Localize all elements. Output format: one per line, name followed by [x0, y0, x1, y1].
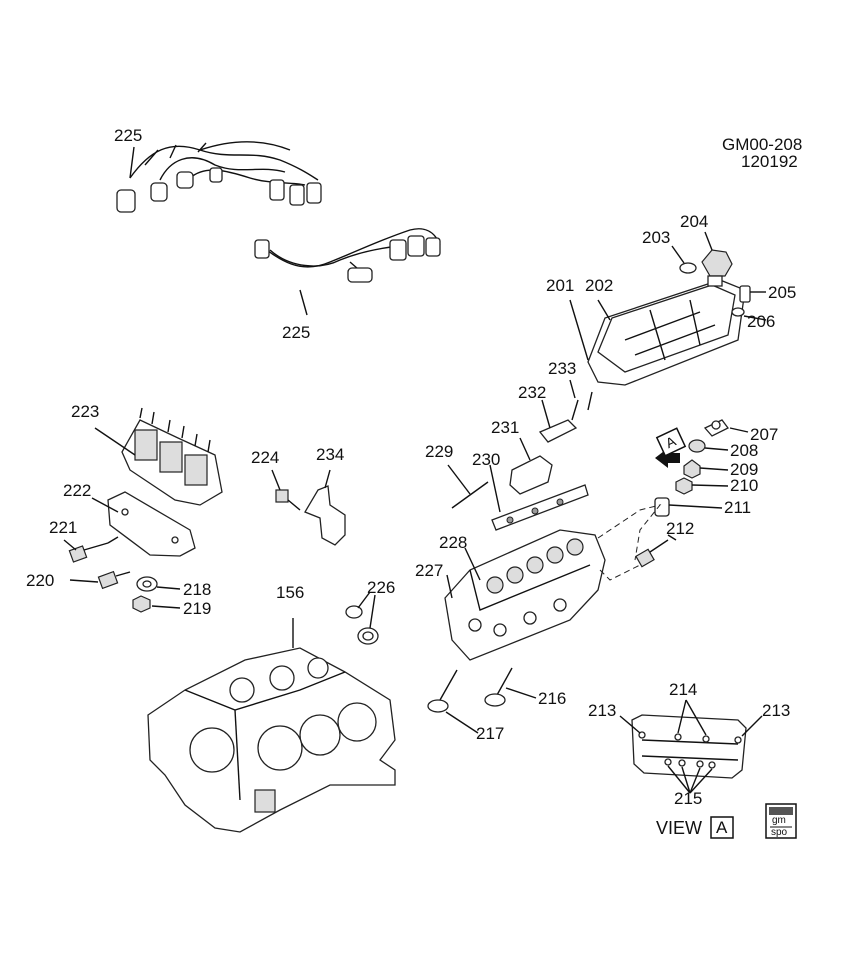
label-222: 222	[63, 481, 92, 500]
label-228: 228	[439, 533, 468, 552]
valve-train-parts	[654, 419, 749, 517]
core-plugs	[345, 591, 379, 645]
label-208: 208	[730, 441, 759, 460]
label-202: 202	[585, 276, 614, 295]
rocker-support	[489, 464, 589, 531]
label-230: 230	[472, 450, 501, 469]
spark-plug-wires-lower	[254, 228, 441, 316]
valves	[427, 667, 537, 734]
view-label-letter: A	[716, 818, 728, 837]
label-223: 223	[71, 402, 100, 421]
label-212: 212	[666, 519, 695, 538]
label-206: 206	[747, 312, 776, 331]
pcv-valve	[731, 285, 767, 321]
label-227: 227	[415, 561, 444, 580]
valve-cover	[569, 279, 746, 386]
label-220: 220	[26, 571, 55, 590]
label-233: 233	[548, 359, 577, 378]
label-217: 217	[476, 724, 505, 743]
diagram-code: GM00-208	[722, 135, 803, 154]
callout-a-box	[655, 427, 687, 457]
label-213-right: 213	[762, 701, 791, 720]
label-203: 203	[642, 228, 671, 247]
label-201: 201	[546, 276, 575, 295]
oil-filler-cap	[671, 231, 733, 287]
cylinder-head	[444, 529, 606, 661]
label-224: 224	[251, 448, 280, 467]
label-216: 216	[538, 689, 567, 708]
label-209: 209	[730, 460, 759, 479]
label-215: 215	[674, 789, 703, 808]
label-229: 229	[425, 442, 454, 461]
view-a-letter-box	[710, 816, 734, 839]
view-a-detail	[619, 699, 763, 794]
rocker-arms	[509, 379, 593, 495]
diagram-date: 120192	[741, 152, 798, 171]
label-205: 205	[768, 283, 797, 302]
ignition-coil-pack	[94, 407, 223, 506]
label-210: 210	[730, 476, 759, 495]
oil-cap-seal	[679, 262, 697, 274]
fasteners-left	[63, 536, 181, 613]
label-204: 204	[680, 212, 709, 231]
label-225-lower: 225	[282, 323, 311, 342]
label-221: 221	[49, 518, 78, 537]
label-218: 218	[183, 580, 212, 599]
sensor	[635, 534, 677, 568]
logo-text-spo: spo	[771, 827, 788, 838]
label-156: 156	[276, 583, 305, 602]
gm-spo-logo	[765, 803, 797, 839]
label-226: 226	[367, 578, 396, 597]
label-207: 207	[750, 425, 779, 444]
label-231: 231	[491, 418, 520, 437]
label-225-upper: 225	[114, 126, 143, 145]
logo-text-gm: gm	[772, 815, 786, 826]
spark-plug-wires-upper	[116, 141, 322, 213]
label-214: 214	[669, 680, 698, 699]
bolt-and-bracket	[271, 469, 346, 546]
label-211: 211	[724, 498, 752, 517]
engine-block	[147, 618, 396, 833]
view-arrow	[655, 448, 680, 468]
label-213-left: 213	[588, 701, 617, 720]
view-label: VIEW	[656, 818, 703, 838]
label-234: 234	[316, 445, 345, 464]
coil-bracket-plate	[91, 491, 196, 557]
label-219: 219	[183, 599, 212, 618]
pushrod	[451, 481, 489, 509]
label-232: 232	[518, 383, 547, 402]
